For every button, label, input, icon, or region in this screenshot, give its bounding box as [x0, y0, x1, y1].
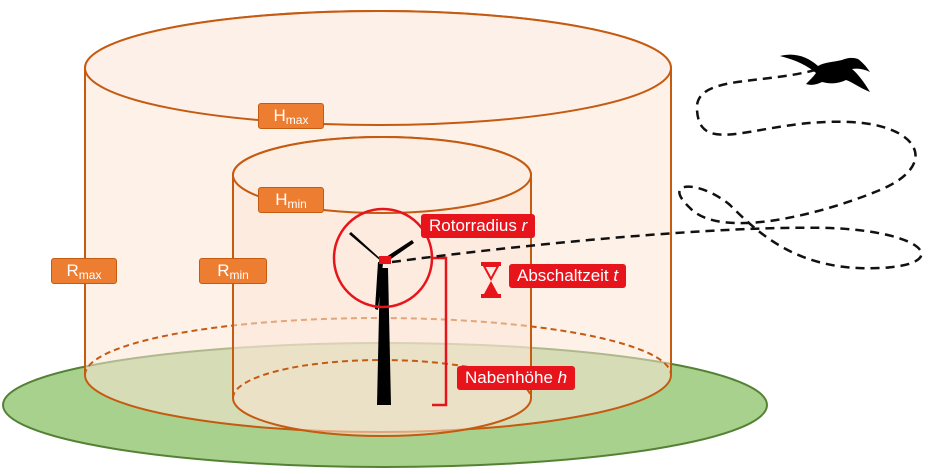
r-max-main: R	[66, 261, 79, 280]
h-min-sub: min	[287, 197, 307, 211]
bird-silhouette-icon	[780, 54, 870, 92]
shutdown-time-var: t	[613, 266, 619, 285]
r-max-sub: max	[78, 268, 102, 282]
hub-height-text: Nabenhöhe	[465, 368, 553, 387]
turbine-blade-up	[349, 232, 384, 262]
turbine-nacelle	[379, 256, 391, 264]
r-min-main: R	[217, 261, 230, 280]
h-max-main: H	[273, 106, 286, 125]
h-max-sub: max	[285, 113, 309, 127]
h-max-label: Hmax	[258, 103, 324, 129]
turbine-tower	[377, 268, 391, 405]
shutdown-time-label: Abschaltzeit t	[509, 264, 627, 288]
hub-height-bracket	[432, 256, 448, 407]
rotor-radius-label: Rotorradius r	[421, 214, 536, 238]
rotor-radius-text: Rotorradius	[429, 216, 517, 235]
r-min-label: Rmin	[199, 258, 267, 284]
h-min-main: H	[275, 190, 288, 209]
wind-turbine	[332, 207, 434, 405]
hub-height-label: Nabenhöhe h	[457, 366, 576, 390]
h-min-label: Hmin	[258, 187, 324, 213]
rotor-radius-var: r	[521, 216, 528, 235]
r-max-label: Rmax	[51, 258, 117, 284]
hub-height-var: h	[557, 368, 568, 387]
turbine-blade-right	[386, 240, 414, 261]
dashed-flight-path	[391, 68, 923, 270]
turbine-blade-down	[375, 262, 383, 310]
shutdown-time-text: Abschaltzeit	[517, 266, 609, 285]
hourglass-icon	[481, 262, 501, 298]
r-min-sub: min	[229, 268, 249, 282]
